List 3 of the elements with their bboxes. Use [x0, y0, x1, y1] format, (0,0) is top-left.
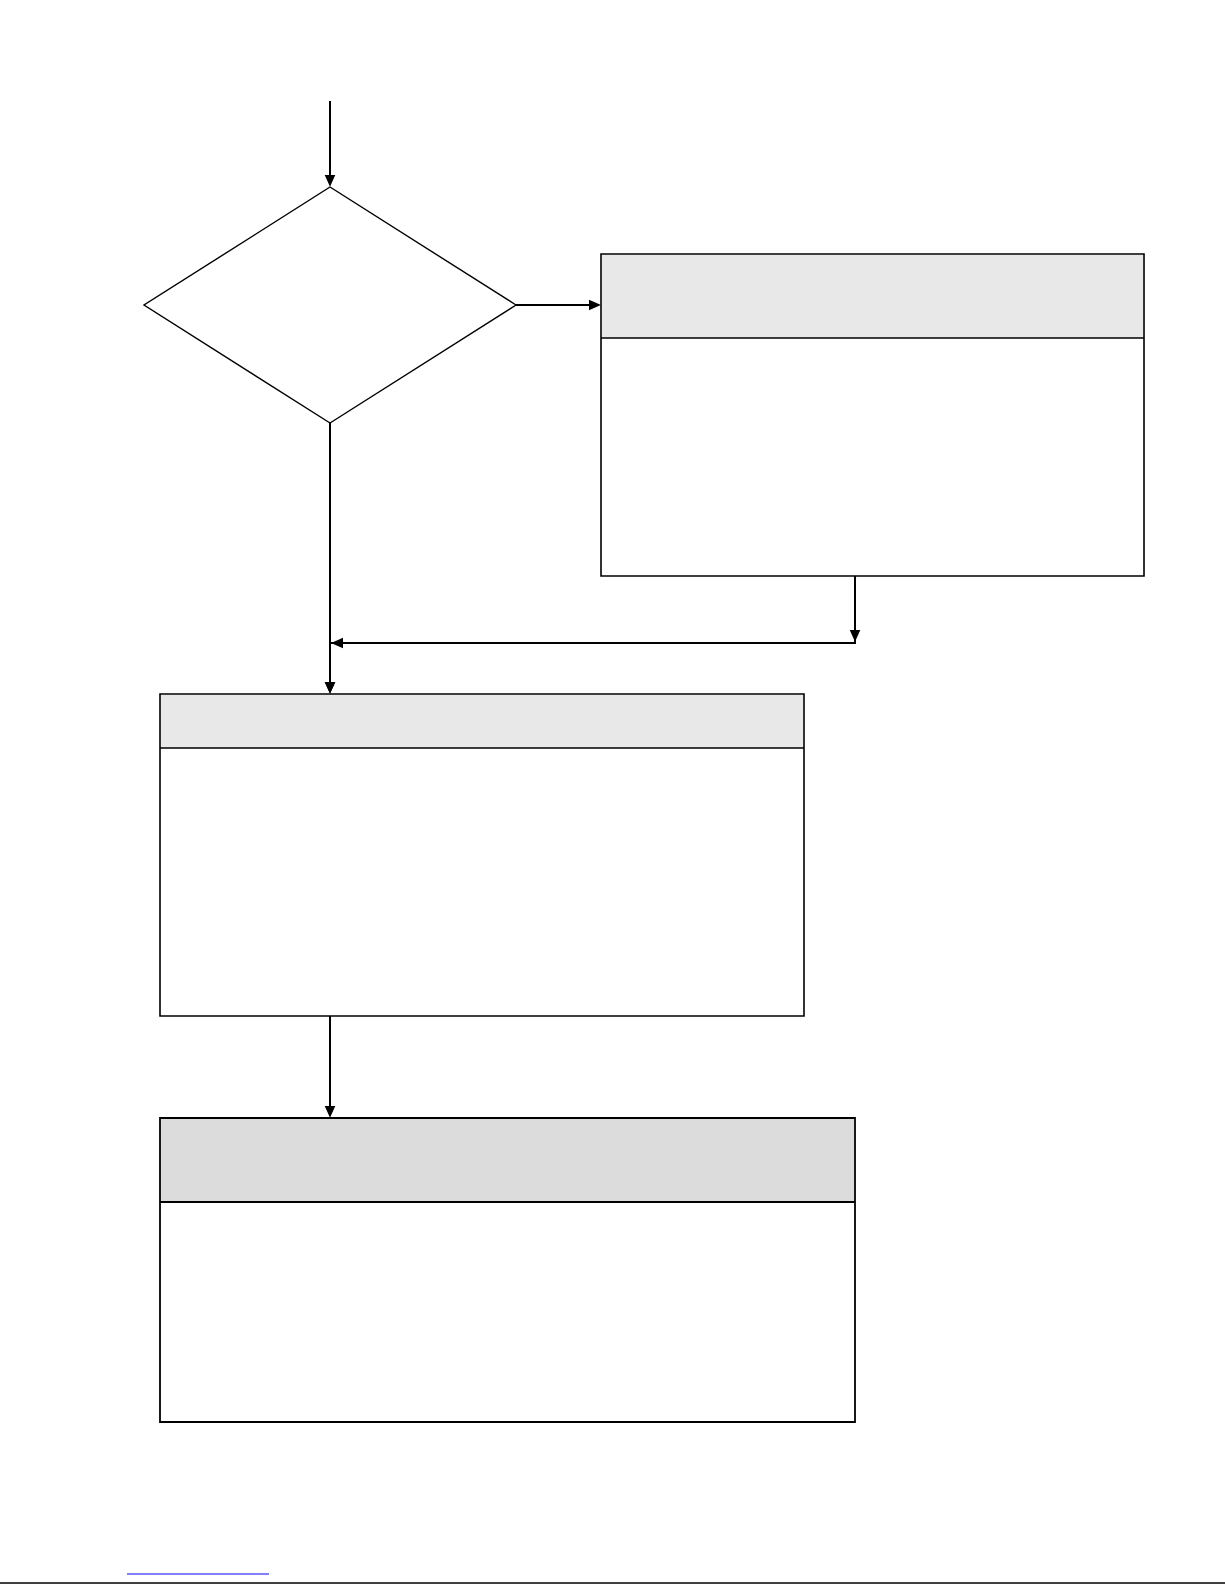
process-box [600, 253, 1145, 577]
process-box [159, 693, 805, 1017]
process-box [159, 1117, 856, 1423]
